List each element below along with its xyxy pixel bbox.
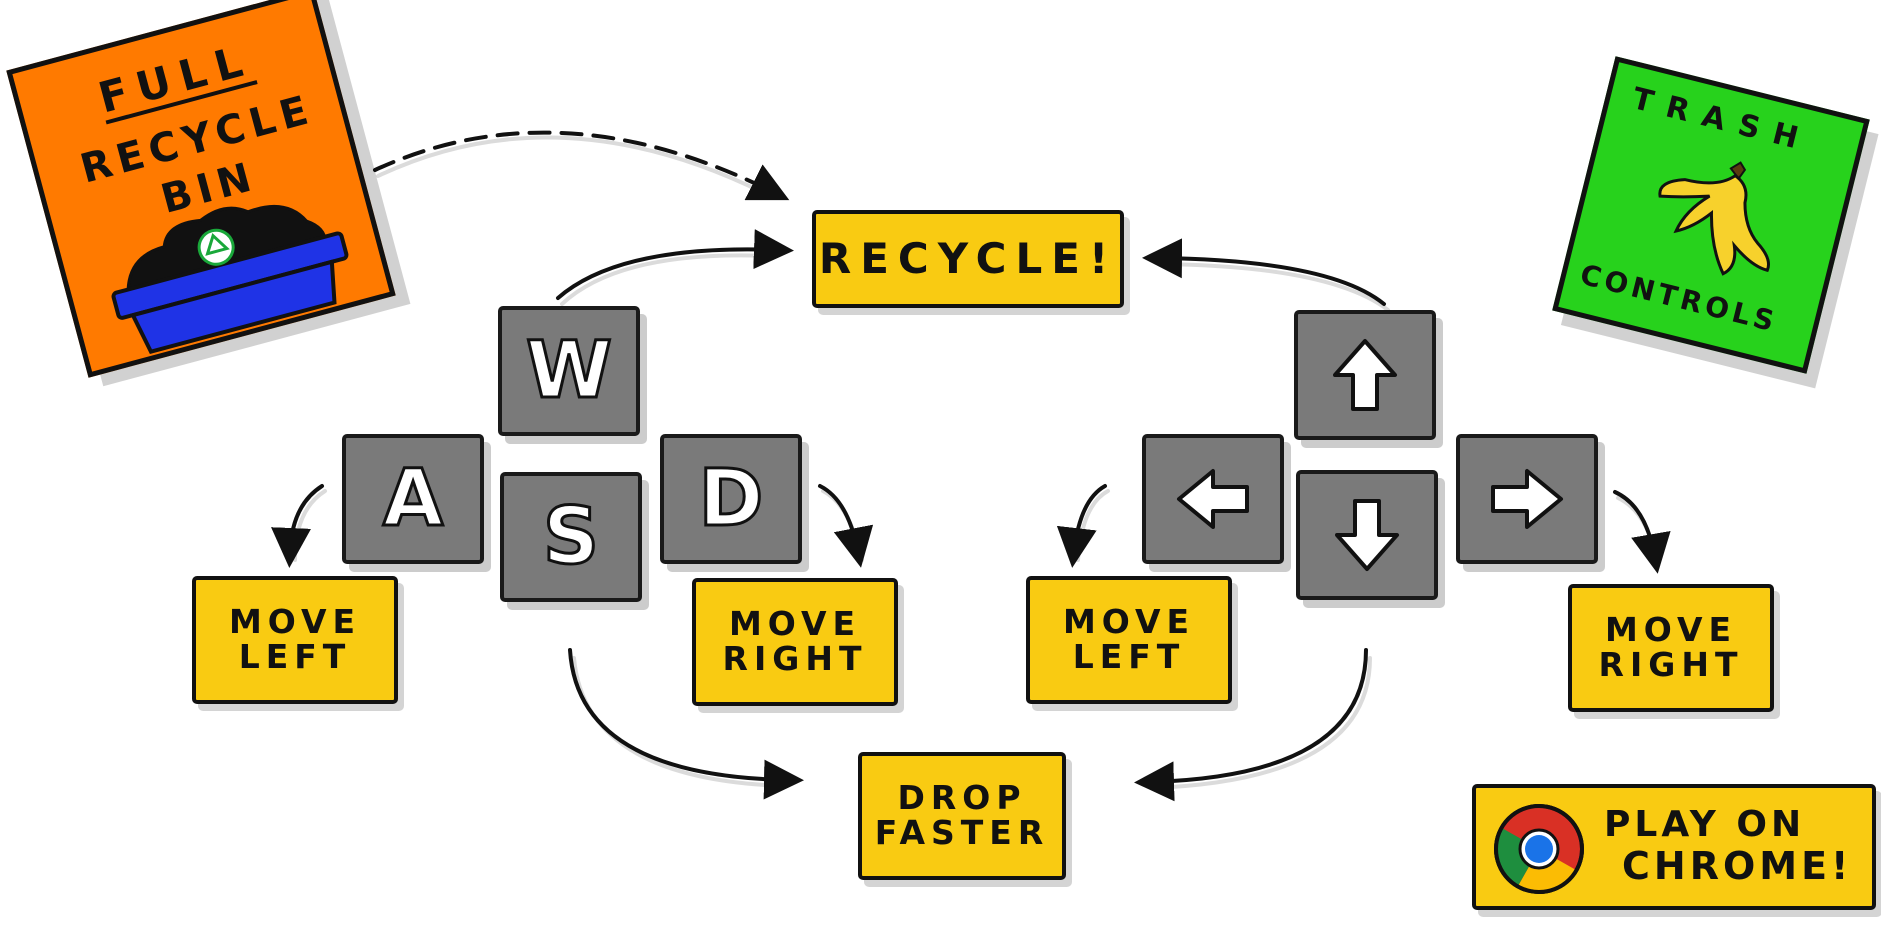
move-right-arrows-text-1: MOVE bbox=[1604, 610, 1738, 650]
trash-controls-sticker: TRASH CONTROLS bbox=[1552, 56, 1870, 374]
move-left-arrows-text-1: MOVE bbox=[1062, 602, 1196, 642]
right-arrow-to-right-arrow bbox=[1613, 490, 1671, 574]
d-to-right-arrow bbox=[818, 484, 874, 568]
left-arrow-to-left-arrow bbox=[1056, 484, 1107, 568]
arrow-up-icon bbox=[1333, 339, 1397, 411]
key-arrow-down[interactable] bbox=[1296, 470, 1438, 600]
move-left-arrows-text-2: LEFT bbox=[1072, 637, 1186, 676]
drop-faster-text-1: DROP bbox=[897, 778, 1027, 818]
arrow-right-icon bbox=[1491, 469, 1563, 529]
drop-faster-label: DROP FASTER bbox=[858, 752, 1066, 880]
key-w-letter: W bbox=[524, 326, 613, 416]
banana-peel-icon bbox=[1658, 161, 1771, 276]
key-arrow-right[interactable] bbox=[1456, 434, 1598, 564]
move-right-arrows-text-2: RIGHT bbox=[1598, 645, 1744, 684]
key-s-letter: S bbox=[541, 492, 600, 582]
key-arrow-up[interactable] bbox=[1294, 310, 1436, 440]
down-to-drop-arrow bbox=[1134, 648, 1368, 802]
key-w[interactable]: W bbox=[498, 306, 640, 436]
arrow-down-icon bbox=[1335, 499, 1399, 571]
drop-faster-text-2: FASTER bbox=[874, 813, 1050, 852]
key-a[interactable]: A bbox=[342, 434, 484, 564]
key-d-letter: D bbox=[697, 454, 765, 544]
move-left-text-2: LEFT bbox=[238, 637, 352, 676]
move-right-label-wasd: MOVE RIGHT bbox=[692, 578, 898, 706]
move-left-label-arrows: MOVE LEFT bbox=[1026, 576, 1232, 704]
play-on-text: PLAY ON bbox=[1604, 804, 1806, 845]
key-s[interactable]: S bbox=[500, 472, 642, 602]
chrome-logo-icon bbox=[1494, 804, 1584, 894]
move-left-text-1: MOVE bbox=[228, 602, 362, 642]
arrow-left-icon bbox=[1177, 469, 1249, 529]
full-recycle-bin-sticker: FULL RECYCLE BIN bbox=[6, 0, 396, 378]
dashed-arrow bbox=[373, 130, 790, 201]
recycle-action-label: RECYCLE! bbox=[812, 210, 1124, 308]
recycle-bin-icon bbox=[111, 205, 349, 355]
key-a-letter: A bbox=[381, 454, 444, 544]
recycle-action-text: RECYCLE! bbox=[818, 233, 1118, 283]
chrome-text: CHROME! bbox=[1622, 844, 1853, 889]
move-right-label-arrows: MOVE RIGHT bbox=[1568, 584, 1774, 712]
play-on-chrome-button[interactable]: PLAY ON CHROME! bbox=[1472, 784, 1876, 910]
a-to-left-arrow bbox=[271, 484, 324, 568]
s-to-drop-arrow bbox=[568, 648, 804, 800]
move-left-label-wasd: MOVE LEFT bbox=[192, 576, 398, 704]
move-right-text-1: MOVE bbox=[728, 604, 862, 644]
key-d[interactable]: D bbox=[660, 434, 802, 564]
move-right-text-2: RIGHT bbox=[722, 639, 868, 678]
up-to-recycle-arrow bbox=[1142, 238, 1386, 306]
play-on-chrome-text: PLAY ON CHROME! bbox=[1604, 804, 1852, 889]
key-arrow-left[interactable] bbox=[1142, 434, 1284, 564]
w-to-recycle-arrow bbox=[556, 229, 794, 300]
